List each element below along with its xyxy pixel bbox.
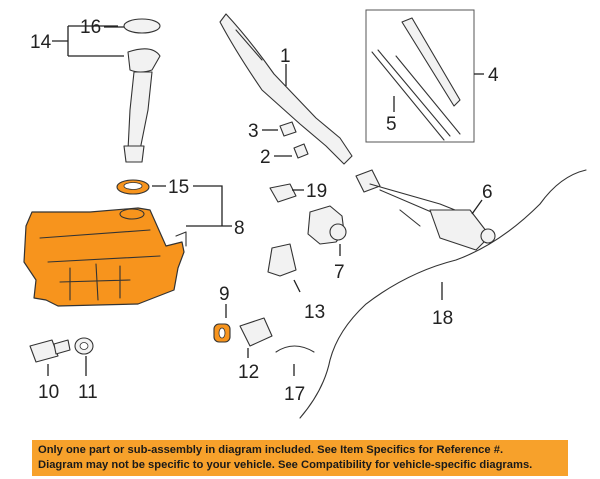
callout-18: 18	[432, 282, 453, 329]
level-sensor-part	[29, 339, 71, 363]
svg-text:8: 8	[234, 218, 245, 239]
svg-text:1: 1	[280, 46, 291, 67]
svg-text:16: 16	[80, 17, 101, 38]
callout-12: 12	[238, 348, 259, 383]
wiper-blade-box	[365, 9, 475, 143]
filler-neck-part	[123, 18, 161, 163]
rear-pump-part	[267, 243, 297, 277]
svg-text:7: 7	[334, 262, 345, 283]
hose-short-part	[275, 345, 315, 353]
svg-text:11: 11	[78, 382, 98, 403]
disclaimer-line-1: Only one part or sub-assembly in diagram…	[38, 444, 504, 456]
svg-text:9: 9	[219, 284, 230, 305]
callout-16: 16	[80, 17, 124, 38]
callout-9: 9	[219, 284, 230, 318]
washer-hose-part	[299, 169, 587, 419]
svg-text:4: 4	[488, 65, 499, 86]
wiper-linkage-part	[355, 169, 496, 251]
svg-text:3: 3	[248, 121, 259, 142]
grommet-part	[213, 323, 231, 343]
svg-text:18: 18	[432, 308, 453, 329]
callout-15: 15	[152, 177, 223, 226]
disclaimer-banner: Only one part or sub-assembly in diagram…	[32, 440, 568, 476]
callout-6: 6	[471, 182, 493, 215]
svg-text:5: 5	[386, 114, 397, 135]
washer-reservoir-highlighted	[23, 207, 187, 307]
callout-4: 4	[474, 65, 499, 86]
seal-part	[116, 179, 150, 195]
callout-17: 17	[284, 364, 305, 405]
sensor-grommet-part	[74, 337, 94, 355]
callout-19: 19	[292, 181, 327, 202]
callout-13: 13	[293, 279, 325, 323]
callout-10: 10	[38, 364, 59, 403]
svg-text:15: 15	[168, 177, 189, 198]
parts-diagram: 14 16 15 8 9 10	[23, 9, 587, 419]
callout-7: 7	[334, 244, 345, 283]
svg-text:2: 2	[260, 147, 271, 168]
callout-11: 11	[78, 356, 98, 403]
callout-3: 3	[248, 121, 278, 142]
wiper-arm-part	[219, 13, 353, 165]
callout-2: 2	[260, 147, 292, 168]
svg-text:14: 14	[30, 32, 52, 53]
front-pump-part	[239, 317, 273, 347]
callout-1: 1	[280, 46, 291, 86]
svg-text:17: 17	[284, 384, 305, 405]
svg-text:10: 10	[38, 382, 59, 403]
callout-8: 8	[186, 218, 245, 239]
cap-part	[279, 121, 309, 159]
svg-text:13: 13	[304, 302, 325, 323]
wiper-motor-part	[307, 205, 347, 245]
callout-14: 14	[30, 25, 124, 57]
svg-text:12: 12	[238, 362, 259, 383]
bracket-part	[269, 183, 297, 203]
svg-text:19: 19	[306, 181, 327, 202]
svg-text:6: 6	[482, 182, 493, 203]
disclaimer-line-2: Diagram may not be specific to your vehi…	[38, 459, 533, 471]
callout-5: 5	[386, 96, 397, 135]
